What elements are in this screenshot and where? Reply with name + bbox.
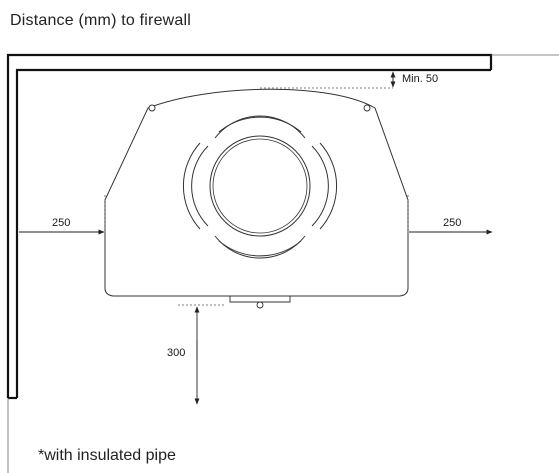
footnote: *with insulated pipe bbox=[38, 447, 176, 464]
dashed-reference-lines bbox=[104, 87, 409, 306]
stove-foot bbox=[256, 301, 264, 309]
firewall-inner-line bbox=[15, 68, 491, 398]
stove-knob-right bbox=[363, 104, 371, 112]
flue-outer-ring bbox=[182, 115, 338, 259]
room-border bbox=[7, 54, 559, 473]
flue-inner-circle bbox=[209, 135, 311, 237]
firewall-outer-line bbox=[6, 53, 493, 398]
front-dimension-label: 300 bbox=[167, 347, 185, 359]
stove-knob-left bbox=[148, 104, 156, 112]
stove-base bbox=[229, 296, 291, 303]
diagram-title: Distance (mm) to firewall bbox=[10, 12, 192, 29]
flue-inner-circle-rim bbox=[212, 138, 308, 234]
left-dimension-label: 250 bbox=[52, 217, 70, 229]
top-dimension-label: Min. 50 bbox=[402, 73, 438, 85]
right-dimension-label: 250 bbox=[443, 217, 461, 229]
